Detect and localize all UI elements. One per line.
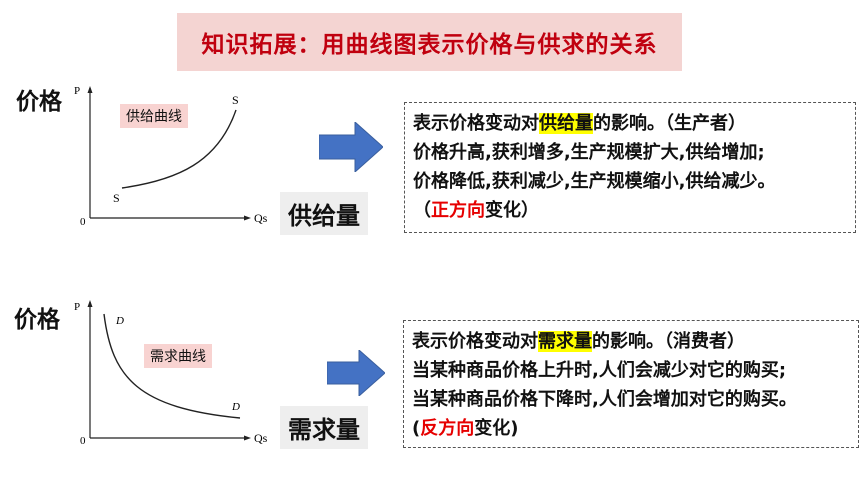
page-title: 知识拓展：用曲线图表示价格与供求的关系 [177,13,682,71]
demand-price-label: 价格 [14,307,60,333]
supply-arrow-icon [318,120,384,176]
supply-line-4: （正方向变化） [413,200,539,221]
supply-direction: 正方向 [431,200,485,221]
demand-axis-q: Qs [254,431,268,445]
supply-highlight: 供给量 [539,113,593,134]
supply-line-2: 价格升高,获利增多,生产规模扩大,供给增加; [413,142,765,163]
demand-curve-end-label: D [231,401,240,413]
demand-curve-tag: 需求曲线 [144,344,212,368]
supply-line-1: 表示价格变动对供给量的影响。（生产者） [413,113,746,134]
demand-line-2: 当某种商品价格上升时,人们会减少对它的购买; [412,360,787,381]
demand-quantity-label: 需求量 [280,406,368,449]
supply-curve [121,109,237,189]
supply-curve-start-label: S [113,191,120,205]
supply-price-label: 价格 [16,89,62,115]
supply-line-3: 价格降低,获利减少,生产规模缩小,供给减少。 [413,171,776,192]
demand-explanation-box: 表示价格变动对需求量的影响。（消费者） 当某种商品价格上升时,人们会减少对它的购… [403,320,859,448]
demand-line-1: 表示价格变动对需求量的影响。（消费者） [412,331,745,352]
demand-line-3: 当某种商品价格下降时,人们会增加对它的购买。 [412,389,797,410]
demand-arrow-icon [326,348,386,400]
supply-explanation-box: 表示价格变动对供给量的影响。（生产者） 价格升高,获利增多,生产规模扩大,供给增… [404,102,856,233]
demand-curve-start-label: D [115,315,124,327]
demand-line-4: (反方向变化) [412,418,519,439]
supply-curve-end-label: S [232,93,239,107]
supply-chart: P 0 Qs S S [68,82,278,230]
supply-axis-q: Qs [254,211,268,225]
demand-curve [103,313,241,419]
supply-quantity-label: 供给量 [280,192,368,235]
supply-axis-p: P [74,85,80,97]
demand-chart: P 0 Qs D D [68,298,278,448]
demand-origin: 0 [80,435,86,447]
demand-axis-p: P [74,301,80,313]
supply-curve-tag: 供给曲线 [120,104,188,128]
demand-highlight: 需求量 [538,331,592,352]
supply-origin: 0 [80,216,86,228]
demand-direction: 反方向 [420,418,475,439]
